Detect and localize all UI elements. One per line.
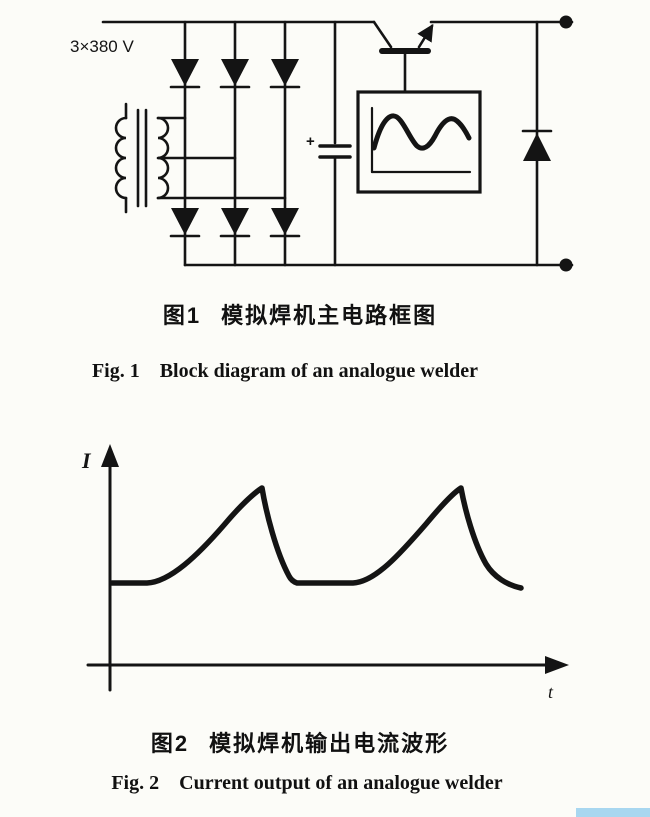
bridge-diode-icon (269, 59, 301, 89)
fig1-circuit-diagram: 3×380 V (70, 15, 574, 272)
output-terminal-icon (559, 258, 573, 272)
bridge-diode-icon (219, 208, 251, 238)
freewheeling-diode-icon (521, 20, 553, 267)
current-waveform-curve (109, 485, 524, 591)
control-waveform-box-icon (356, 90, 482, 194)
fig2-number-en: Fig. 2 (111, 772, 160, 794)
bridge-diode-icon (169, 59, 201, 89)
fig1-caption-zh: 图1 模拟焊机主电路框图 (0, 298, 600, 330)
voltage-label: 3×380 V (70, 37, 134, 56)
fig2-current-waveform-plot: I t (81, 444, 569, 702)
capacitor-plus-label: + (306, 133, 315, 150)
fig2-number-zh: 图2 (150, 731, 190, 756)
pass-transistor-icon (372, 20, 434, 94)
fig1-title-zh: 模拟焊机主电路框图 (221, 303, 438, 328)
waveform-display-icon (371, 113, 472, 151)
scan-artifact (576, 808, 650, 817)
fig2-title-zh: 模拟焊机输出电流波形 (209, 731, 450, 756)
x-axis-label: t (548, 682, 554, 702)
bridge-rectifier-icon (169, 20, 301, 267)
bridge-diode-icon (219, 59, 251, 89)
bridge-diode-icon (269, 208, 301, 238)
fig1-title-en: Block diagram of an analogue welder (159, 360, 479, 382)
output-terminal-icon (559, 15, 573, 29)
fig2-caption-en: Fig. 2 Current output of an analogue weld… (0, 772, 614, 795)
x-axis-arrow-icon (545, 656, 569, 674)
fig1-number-en: Fig. 1 (91, 360, 140, 382)
y-axis-arrow-icon (101, 444, 119, 467)
filter-capacitor-icon: + (306, 20, 352, 267)
bridge-diode-icon (169, 208, 201, 238)
fig2-title-en: Current output of an analogue welder (179, 772, 503, 794)
fig1-number-zh: 图1 (162, 303, 202, 328)
dc-bus-wires (101, 20, 574, 267)
y-axis-label: I (81, 448, 92, 473)
fig2-caption-zh: 图2 模拟焊机输出电流波形 (0, 726, 600, 758)
three-phase-transformer-icon (114, 102, 287, 214)
plot-axes (86, 444, 569, 692)
fig1-caption-en: Fig. 1 Block diagram of an analogue welde… (0, 360, 570, 383)
